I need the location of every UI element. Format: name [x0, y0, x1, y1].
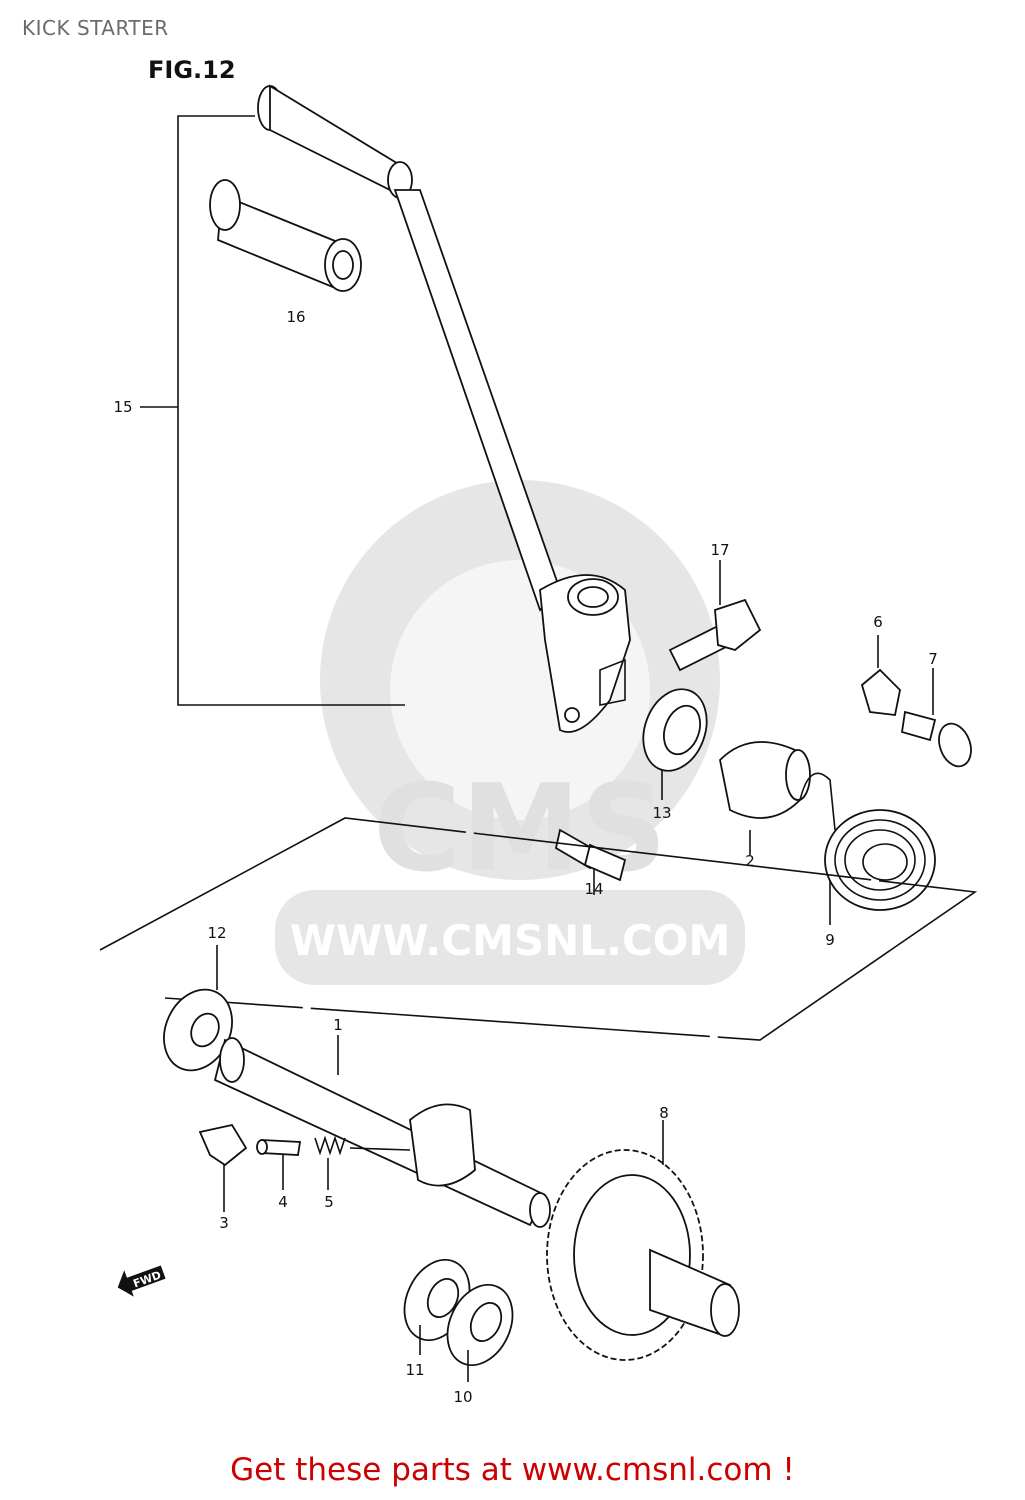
bracket-15 [177, 115, 405, 706]
pin-14 [554, 828, 627, 895]
callout-8: 8 [659, 1104, 669, 1122]
callout-1: 1 [333, 1016, 343, 1034]
assembly-outline [99, 817, 978, 1041]
callout-3: 3 [219, 1214, 229, 1232]
footer-link[interactable]: Get these parts at www.cmsnl.com ! [230, 1452, 795, 1488]
kick-lever [257, 84, 631, 733]
spring-9 [799, 772, 936, 925]
screw-7 [900, 668, 972, 768]
guide-2 [719, 741, 811, 855]
shaft-1 [213, 1035, 551, 1228]
washer-10 [446, 1283, 514, 1382]
callout-labels: 1 2 3 4 5 6 7 8 9 10 11 12 13 14 15 16 1… [113, 308, 937, 1406]
callout-13: 13 [652, 804, 671, 822]
watermark-brand: CMS [373, 760, 667, 899]
spring-5 [314, 1135, 411, 1190]
watermark-url: WWW.CMSNL.COM [290, 916, 731, 965]
callout-9: 9 [825, 931, 835, 949]
svg-text:FWD: FWD [131, 1268, 162, 1290]
stopper-6 [860, 635, 901, 716]
gear-8 [546, 1120, 740, 1361]
seal-13 [642, 688, 708, 800]
callout-10: 10 [453, 1388, 472, 1406]
pawl-3 [198, 1123, 248, 1212]
washer-12 [163, 945, 233, 1072]
callout-5: 5 [324, 1193, 334, 1211]
bolt-17 [668, 560, 762, 672]
callout-14: 14 [584, 880, 603, 898]
grip-16 [209, 179, 362, 292]
pin-4 [256, 1139, 302, 1190]
fwd-direction-icon: FWD [117, 1265, 166, 1297]
callout-12: 12 [207, 924, 226, 942]
callout-2: 2 [745, 852, 755, 870]
callout-6: 6 [873, 613, 883, 631]
page-title: KICK STARTER [22, 16, 169, 40]
callout-15: 15 [113, 398, 132, 416]
figure-label: FIG.12 [148, 56, 236, 84]
callout-11: 11 [405, 1361, 424, 1379]
callout-4: 4 [278, 1193, 288, 1211]
callout-16: 16 [286, 308, 305, 326]
callout-17: 17 [710, 541, 729, 559]
callout-7: 7 [928, 650, 938, 668]
